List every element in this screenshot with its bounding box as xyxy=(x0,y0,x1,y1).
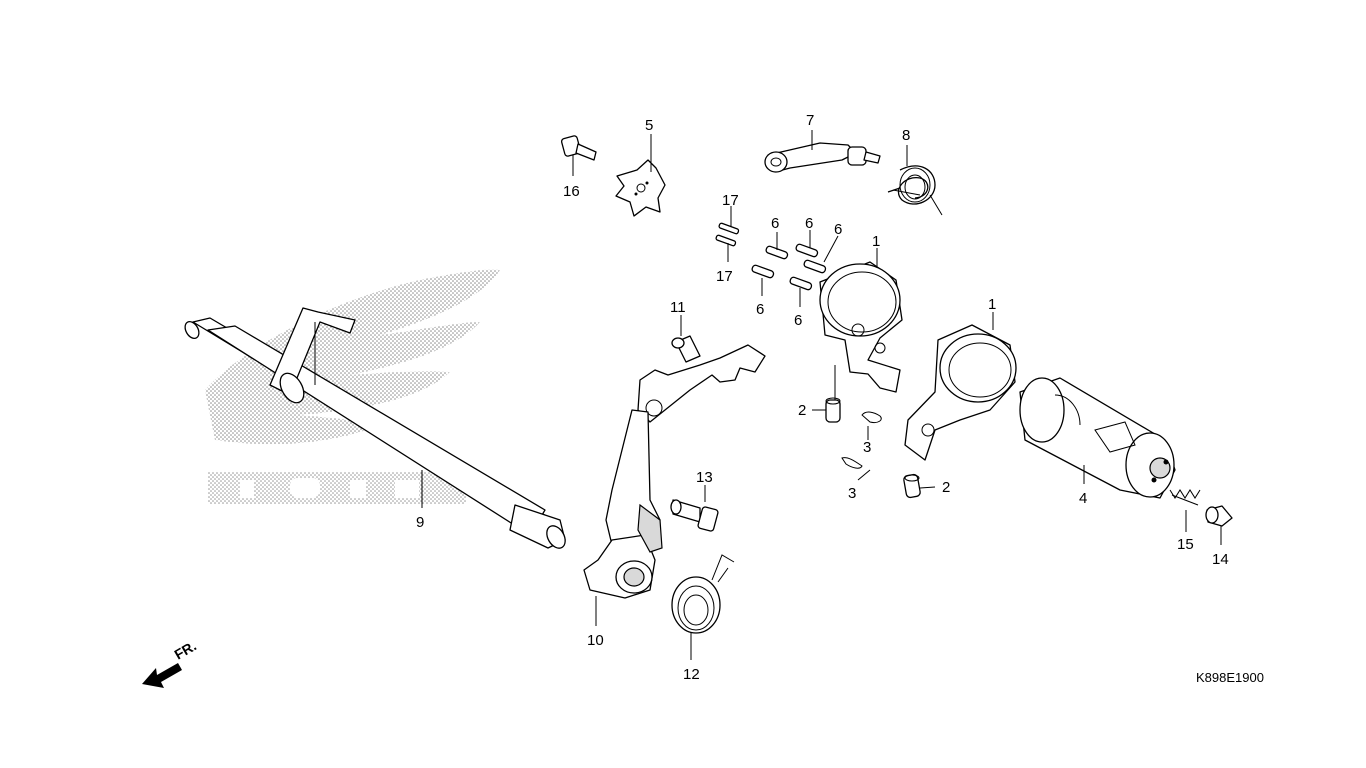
callout-9: 9 xyxy=(416,514,424,531)
callout-15: 15 xyxy=(1177,536,1194,553)
part-8-stopper-spring[interactable] xyxy=(887,165,943,216)
callout-8: 8 xyxy=(902,127,910,144)
callout-6-b: 6 xyxy=(805,215,813,232)
callout-3-upper: 3 xyxy=(863,439,871,456)
callout-6-a: 6 xyxy=(771,215,779,232)
part-11-pin[interactable] xyxy=(671,335,701,363)
callout-4: 4 xyxy=(1079,490,1087,507)
callout-10: 10 xyxy=(587,632,604,649)
front-direction-arrow: FR. xyxy=(142,637,199,688)
callout-17-lower: 17 xyxy=(716,268,733,285)
callout-1-upper: 1 xyxy=(872,233,880,250)
part-16-bolt[interactable] xyxy=(560,135,597,161)
part-9-gearshift-spindle[interactable] xyxy=(182,307,569,551)
callout-3-lower: 3 xyxy=(848,485,856,502)
part-13-pivot-bolt[interactable] xyxy=(670,499,719,532)
part-1-shift-fork-upper[interactable] xyxy=(819,261,903,393)
callout-6-c: 6 xyxy=(834,221,842,238)
callout-6-e: 6 xyxy=(794,312,802,329)
part-10-gearshift-arm[interactable] xyxy=(583,344,766,599)
callout-12: 12 xyxy=(683,666,700,683)
callout-14: 14 xyxy=(1212,551,1229,568)
callout-2-lower: 2 xyxy=(942,479,950,496)
callout-labels: 5 16 7 8 17 17 6 6 6 6 6 1 1 11 2 2 3 3 … xyxy=(416,112,1229,683)
part-2-guide-pins[interactable] xyxy=(825,397,921,499)
callout-2-upper: 2 xyxy=(798,402,806,419)
part-1-shift-fork-lower[interactable] xyxy=(904,324,1017,461)
part-12-return-spring[interactable] xyxy=(671,554,735,634)
diagram-code: K898E1900 xyxy=(1196,670,1264,685)
part-4-shift-drum[interactable] xyxy=(1019,377,1176,499)
leader-lines xyxy=(421,130,1222,660)
honda-watermark-letters xyxy=(208,472,466,504)
callout-16: 16 xyxy=(563,183,580,200)
part-17-pins[interactable] xyxy=(715,222,740,247)
honda-wing-watermark xyxy=(205,269,500,504)
front-direction-label: FR. xyxy=(172,637,200,662)
part-5-stopper-plate[interactable] xyxy=(615,159,666,217)
callout-6-d: 6 xyxy=(756,301,764,318)
callout-11: 11 xyxy=(670,299,686,316)
callout-1-lower: 1 xyxy=(988,296,996,313)
part-15-spring[interactable] xyxy=(1169,489,1201,506)
part-3-clips[interactable] xyxy=(841,411,882,469)
part-7-stopper-arm[interactable] xyxy=(764,142,881,173)
part-6-pins[interactable] xyxy=(751,243,827,291)
callout-13: 13 xyxy=(696,469,713,486)
callout-7: 7 xyxy=(806,112,814,129)
callout-17-upper: 17 xyxy=(722,192,739,209)
callout-5: 5 xyxy=(645,117,653,134)
part-14-cap[interactable] xyxy=(1205,505,1233,527)
